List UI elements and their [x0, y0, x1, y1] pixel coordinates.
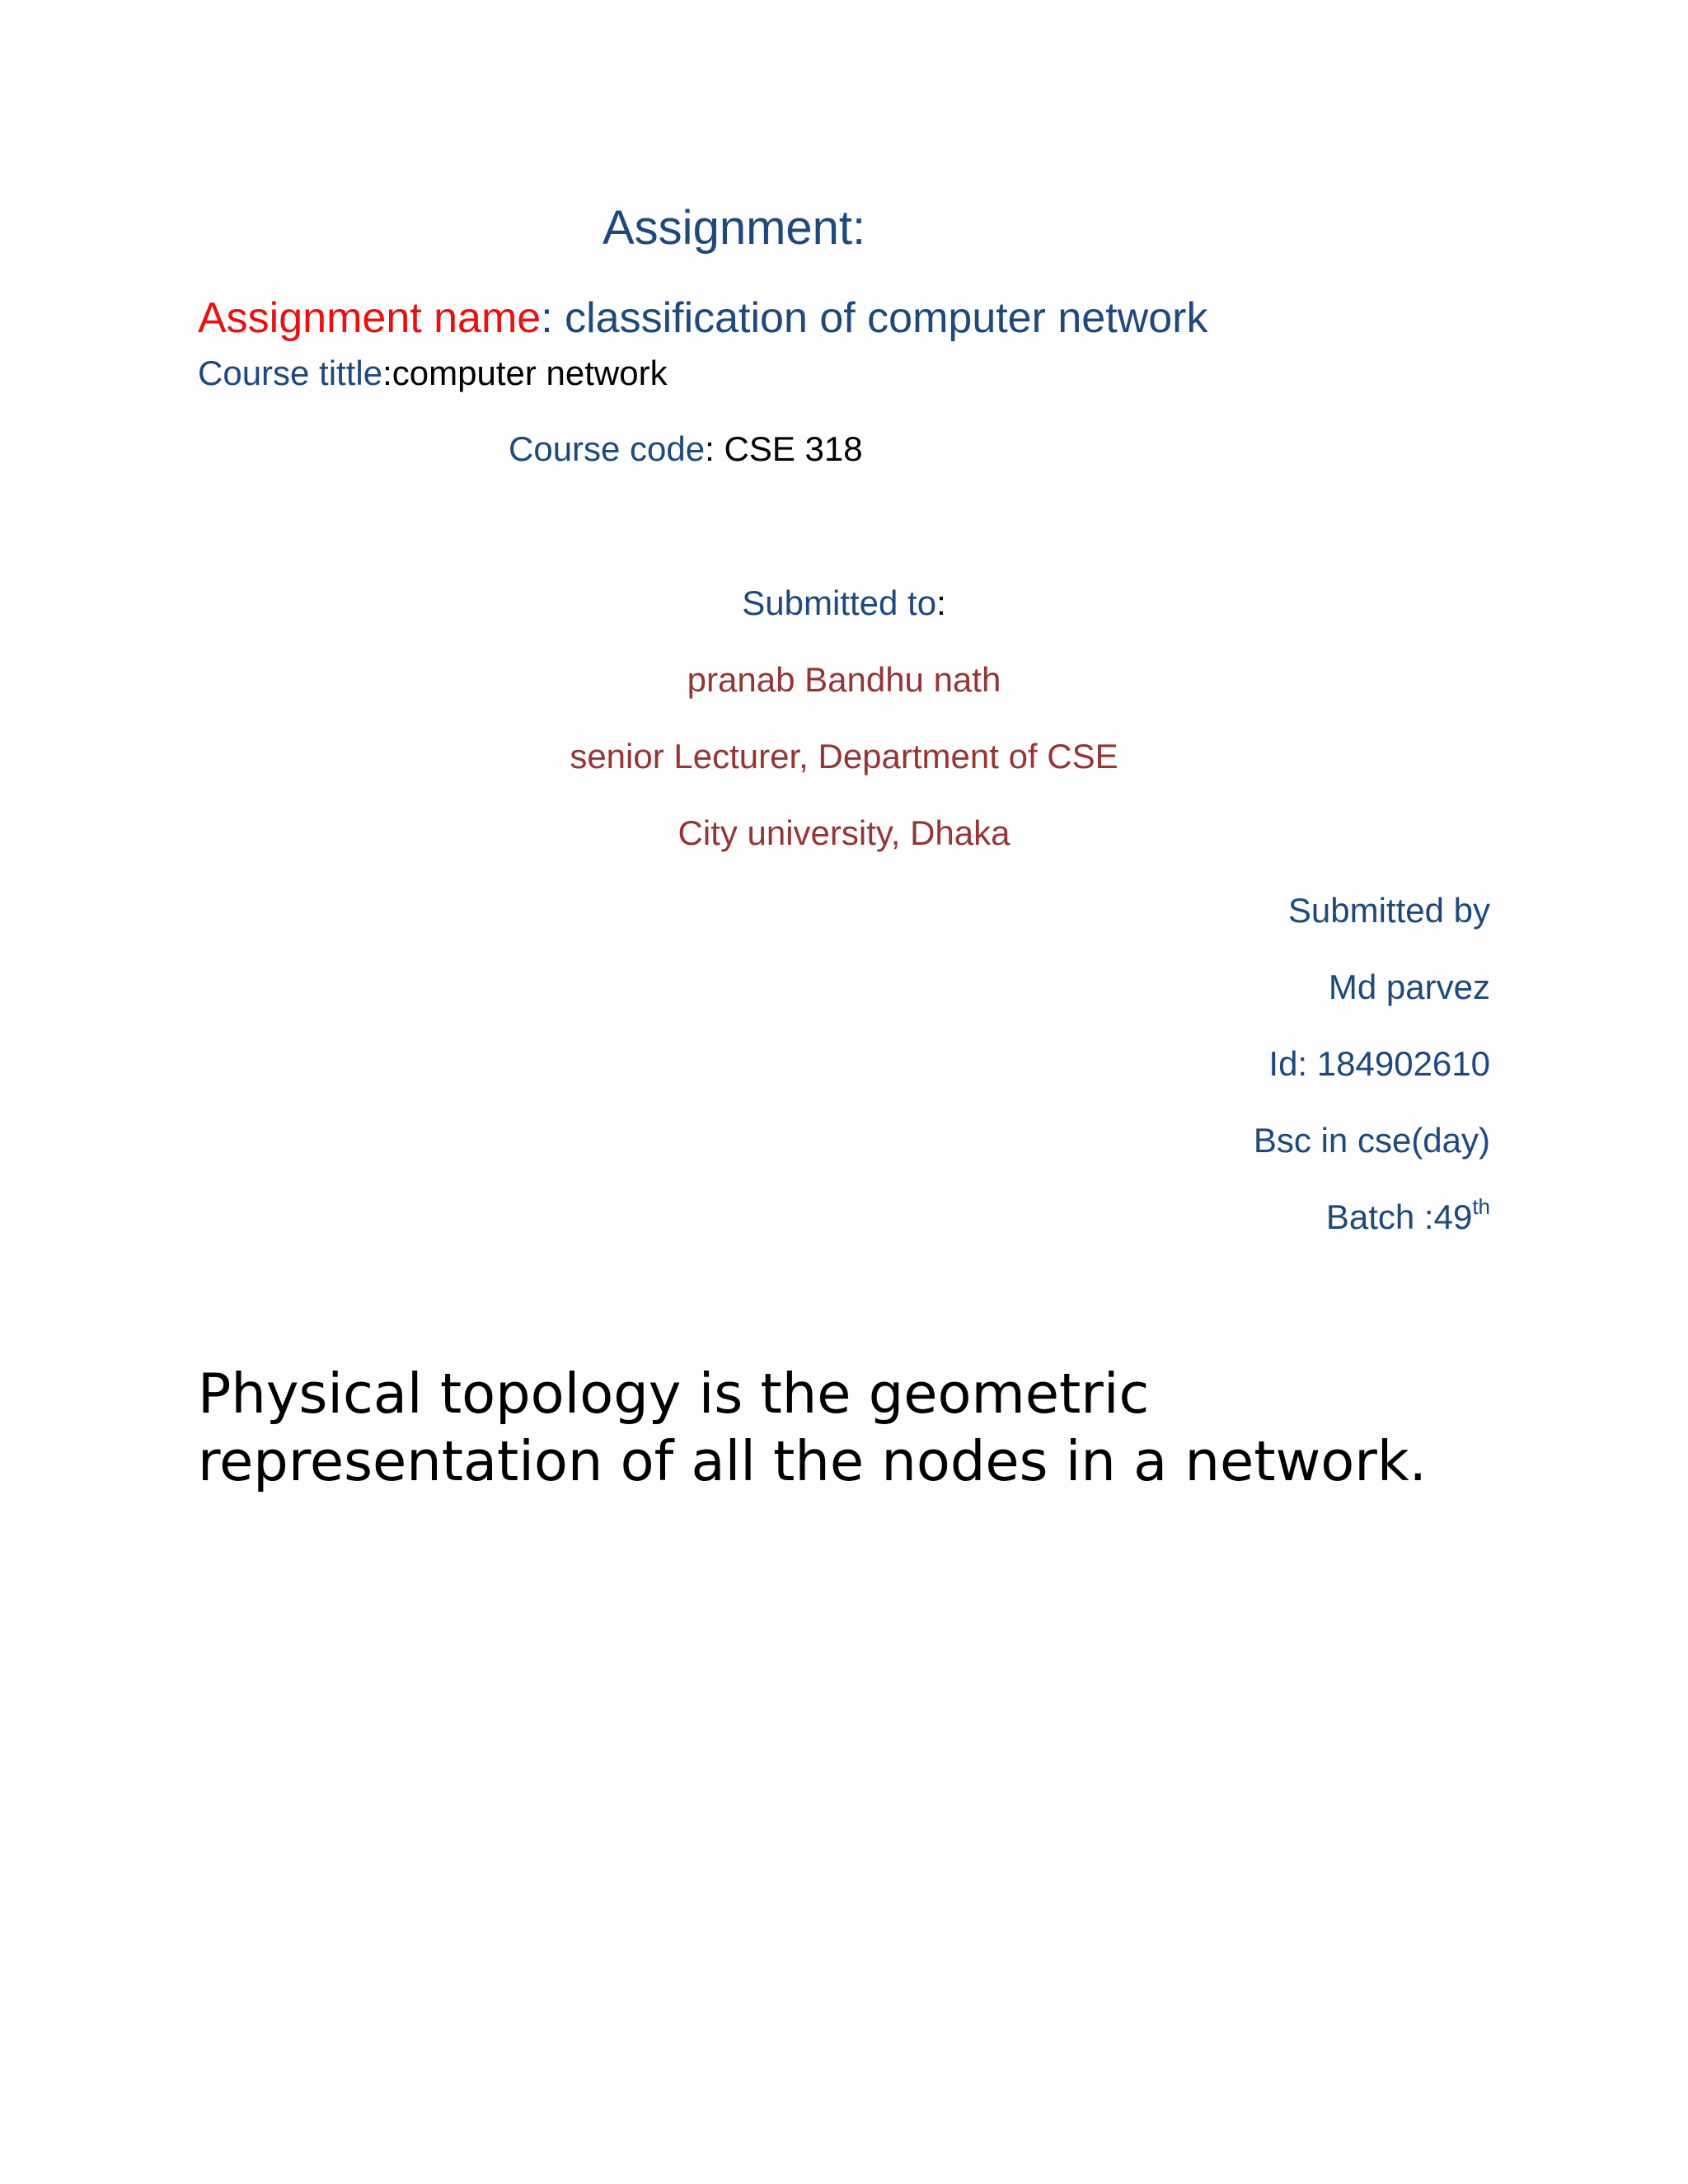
course-code-line: Course code: CSE 318: [509, 432, 863, 466]
submitted-to-separator: :: [936, 583, 946, 622]
student-program: Bsc in cse(day): [1253, 1121, 1490, 1160]
page-title: Assignment:: [603, 201, 866, 255]
student-id: Id: 184902610: [1268, 1044, 1490, 1083]
supervisor-name: pranab Bandhu nath: [687, 660, 1001, 699]
supervisor-institution: City university, Dhaka: [678, 813, 1010, 852]
course-title-line: Course tittle:computer network: [198, 356, 668, 391]
submitted-to-heading: Submitted to:: [0, 586, 1688, 621]
assignment-name-line: Assignment name: classification of compu…: [198, 297, 1207, 340]
assignment-name-separator: :: [541, 294, 565, 342]
body-paragraph: Physical topology is the geometric repre…: [198, 1361, 1427, 1493]
course-code-value: CSE 318: [724, 429, 863, 468]
course-code-label: Course code: [509, 429, 706, 468]
submitted-by-heading: Submitted by: [1287, 891, 1490, 930]
student-batch: Batch :49th: [1325, 1196, 1490, 1236]
course-code-separator: :: [705, 429, 724, 468]
student-batch-value: Batch :49: [1325, 1197, 1473, 1236]
assignment-name-value: classification of computer network: [565, 294, 1208, 342]
course-title-separator: :: [382, 354, 392, 392]
supervisor-designation: senior Lecturer, Department of CSE: [570, 737, 1118, 776]
course-title-value: computer network: [392, 354, 668, 392]
student-batch-suffix: th: [1472, 1194, 1490, 1219]
course-title-label: Course tittle: [198, 354, 383, 392]
student-name: Md parvez: [1328, 968, 1490, 1006]
assignment-name-label: Assignment name: [198, 294, 542, 342]
submitted-to-label: Submitted to: [742, 583, 937, 622]
